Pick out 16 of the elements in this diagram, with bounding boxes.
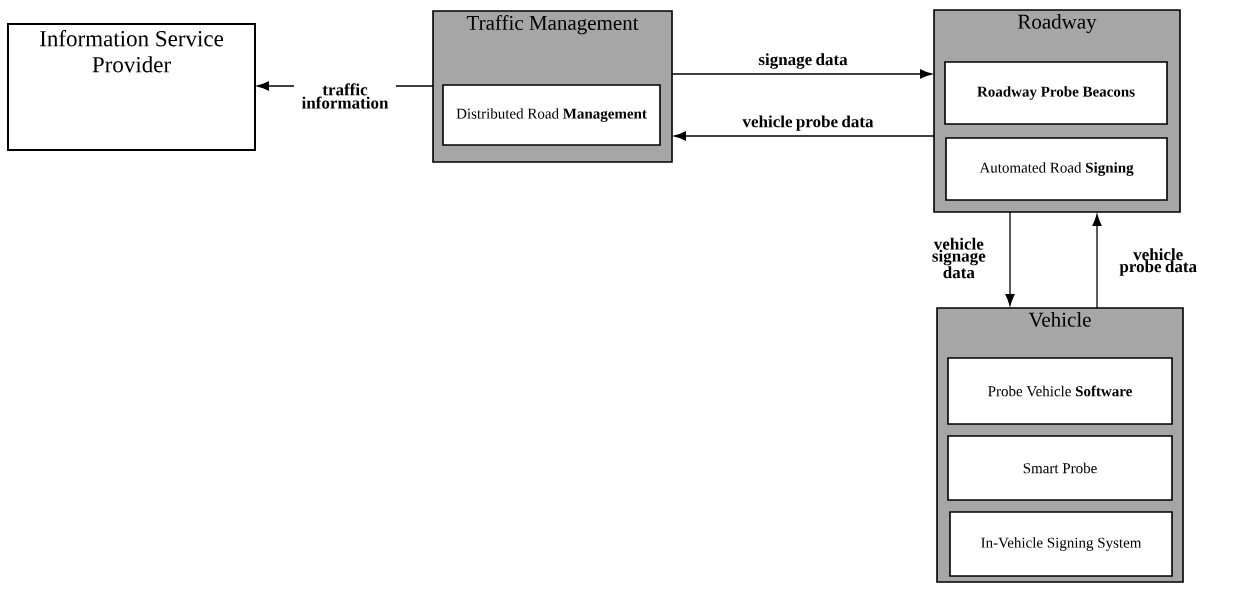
arrow <box>674 131 935 141</box>
edge-label: vehicle probe data <box>1119 248 1197 276</box>
arrow <box>1005 211 1015 306</box>
component-box: Probe Vehicle Software <box>947 357 1173 425</box>
component-box: Smart Probe <box>947 435 1173 501</box>
arrow <box>671 69 932 79</box>
edge-label: vehicle probe data <box>742 115 874 131</box>
component-box: Distributed Road Management <box>442 84 661 146</box>
component-box: Automated Road Signing <box>945 137 1168 201</box>
component-box: Roadway Probe Beacons <box>944 61 1168 125</box>
edge-label: traffic information <box>294 82 396 110</box>
edge-label: vehicle signage data <box>932 237 986 279</box>
edge-label: signage data <box>758 53 848 69</box>
entity-box: Information Service Provider <box>7 23 256 151</box>
component-box: In-Vehicle Signing System <box>949 511 1173 577</box>
arrow <box>1092 214 1102 309</box>
